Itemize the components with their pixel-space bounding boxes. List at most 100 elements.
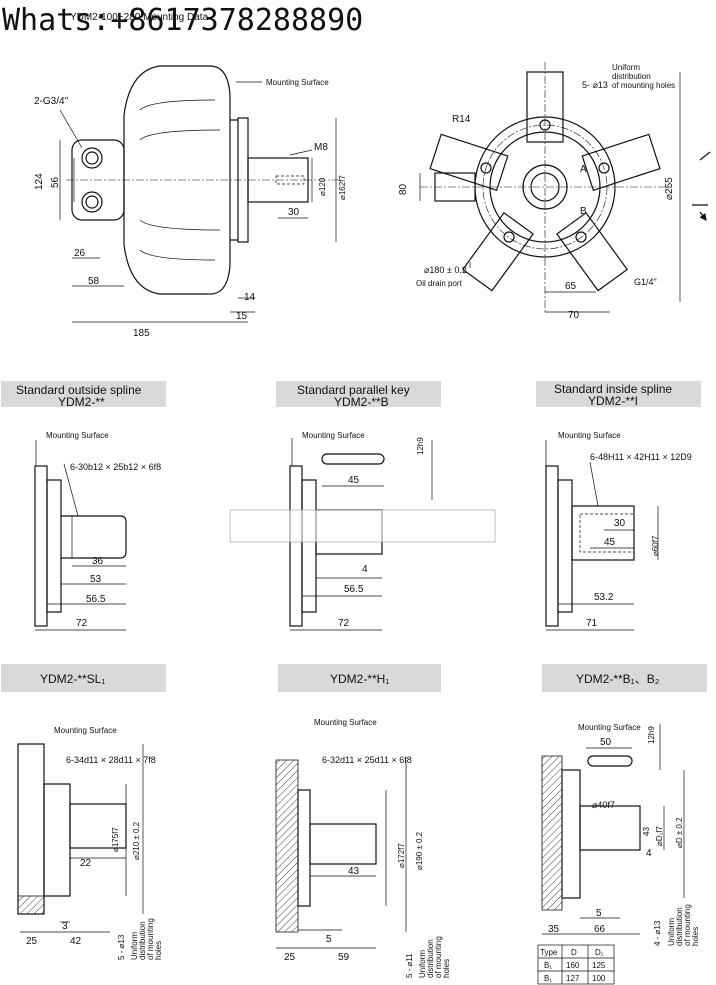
v5-dim-25: 25: [284, 952, 296, 963]
v4-dim-42: 42: [70, 936, 82, 947]
table-header-d: D: [571, 948, 577, 957]
header-box-6: [542, 664, 707, 692]
view-h1: [275, 759, 407, 949]
v2-mounting-surface: Mounting Surface: [302, 431, 365, 440]
header-1-line1: Standard outside spline: [16, 383, 142, 397]
v5-uniform-1: Uniform: [418, 950, 427, 978]
dim-dia120: ⌀120: [318, 177, 327, 196]
v4-uniform-4: holes: [154, 941, 163, 960]
view-inside-spline: [545, 440, 659, 631]
v6-dim-4: 4: [646, 848, 652, 859]
v1-dim-53: 53: [90, 574, 102, 585]
v5-uniform-3: of mounting: [434, 936, 443, 978]
header-box-4: [1, 664, 166, 692]
v3-dim-45: 45: [604, 537, 616, 548]
uniform-line3: of mounting holes: [612, 81, 675, 90]
v2-dim-565: 56.5: [344, 584, 364, 595]
v6-uniform-1: Uniform: [667, 918, 676, 946]
dim-124: 124: [34, 173, 45, 190]
holes-label: 5- ⌀13: [582, 80, 608, 90]
uniform-line2: distribution: [612, 72, 651, 81]
v5-uniform-4: holes: [442, 959, 451, 978]
v4-dim-22: 22: [80, 858, 92, 869]
dim-14: 14: [244, 292, 256, 303]
dim-30: 30: [288, 207, 300, 218]
g14-label: G1/4": [634, 277, 657, 287]
v4-dim-25: 25: [26, 936, 38, 947]
type-table: [537, 944, 615, 985]
v3-dim-30: 30: [614, 518, 626, 529]
v6-dim-12h9: 12h9: [647, 726, 656, 744]
table-r1-d: 160: [566, 961, 580, 970]
v4-uniform-3: of mounting: [146, 918, 155, 960]
header-2-line1: Standard parallel key: [297, 383, 410, 397]
view-parallel-key: [229, 438, 496, 631]
dim-70: 70: [568, 310, 580, 321]
v1-spline: 6-30b12 × 25b12 × 6f8: [70, 462, 161, 472]
mounting-surface-label: Mounting Surface: [266, 78, 329, 87]
v4-uniform-2: distribution: [138, 921, 147, 960]
header-3-line1: Standard inside spline: [554, 382, 672, 396]
view-sl1: [17, 743, 144, 933]
v6-dim-43: 43: [642, 827, 651, 836]
dim-15: 15: [236, 311, 248, 322]
dim-185: 185: [133, 328, 150, 339]
title-overlay: YDM2-100~280 Mounting Data: [70, 12, 209, 23]
v2-dim-4: 4: [362, 564, 368, 575]
r14-label: R14: [452, 114, 471, 125]
v1-mounting-surface: Mounting Surface: [46, 431, 109, 440]
header-6: YDM2-**B₁、B₂: [576, 672, 660, 686]
v3-dim-71: 71: [586, 618, 598, 629]
dim-dia255: ⌀255: [664, 177, 675, 200]
v6-dim-66: 66: [594, 924, 606, 935]
header-3-line2: YDM2-**I: [588, 394, 638, 408]
dim-56: 56: [50, 176, 61, 188]
v3-dim-dia60: ⌀60f7: [651, 535, 660, 556]
v6-dim-35: 35: [548, 924, 560, 935]
v5-dim-59: 59: [338, 952, 350, 963]
dim-dia162: ⌀162f7: [338, 175, 347, 200]
v4-spline: 6-34d11 × 28d11 × 7f8: [66, 755, 156, 765]
view-b1-b2: [541, 724, 685, 935]
header-4: YDM2-**SL₁: [40, 672, 105, 686]
dim-65: 65: [565, 281, 577, 292]
table-r2-type: B₁: [544, 974, 552, 983]
v2-dim-72: 72: [338, 618, 350, 629]
v5-spline: 6-32d11 × 25d11 × 6f8: [322, 755, 412, 765]
v6-dim-50: 50: [600, 737, 612, 748]
dim-m8: M8: [314, 142, 328, 153]
v5-dim-5: 5: [326, 934, 332, 945]
dim-26: 26: [74, 248, 86, 259]
table-r1-type: B₁: [544, 961, 552, 970]
v6-mounting-surface: Mounting Surface: [578, 723, 641, 732]
header-2-line2: YDM2-**B: [334, 395, 389, 409]
v6-uniform-2: distribution: [675, 907, 684, 946]
dim-dia180: ⌀180 ± 0.2: [424, 265, 467, 275]
v5-dim-43: 43: [348, 866, 360, 877]
dim-58: 58: [88, 276, 100, 287]
top-right-front-view: [420, 62, 670, 312]
v5-mounting-surface: Mounting Surface: [314, 718, 377, 727]
v6-dim-5: 5: [596, 908, 602, 919]
v3-mounting-surface: Mounting Surface: [558, 431, 621, 440]
v6-uniform-4: holes: [691, 927, 700, 946]
label-a: A: [580, 164, 587, 175]
v4-dim-3: 3: [62, 921, 68, 932]
view-outside-spline: [34, 440, 127, 631]
header-5: YDM2-**H₁: [330, 672, 389, 686]
v5-dim-dia190: ⌀190 ± 0.2: [415, 831, 424, 870]
table-r2-d: 127: [566, 974, 580, 983]
header-1-line2: YDM2-**: [58, 395, 105, 409]
watermark-text: Whats:+8617378288890: [2, 3, 363, 38]
v6-dim-d: ⌀D ± 0.2: [675, 817, 684, 848]
v4-uniform-1: Uniform: [130, 932, 139, 960]
port-label: 2-G3/4": [34, 96, 69, 107]
v5-holes: 5 - ⌀11: [405, 953, 414, 978]
v5-dim-dia172: ⌀172f7: [397, 843, 406, 868]
v4-dim-dia175: ⌀175f7: [111, 827, 120, 852]
v3-dim-532: 53.2: [594, 592, 614, 603]
oil-drain-label: Oil drain port: [416, 279, 463, 288]
v1-dim-36: 36: [92, 556, 104, 567]
v2-dim-12h9: 12h9: [416, 437, 425, 455]
v4-holes: 5 - ⌀13: [117, 934, 126, 960]
